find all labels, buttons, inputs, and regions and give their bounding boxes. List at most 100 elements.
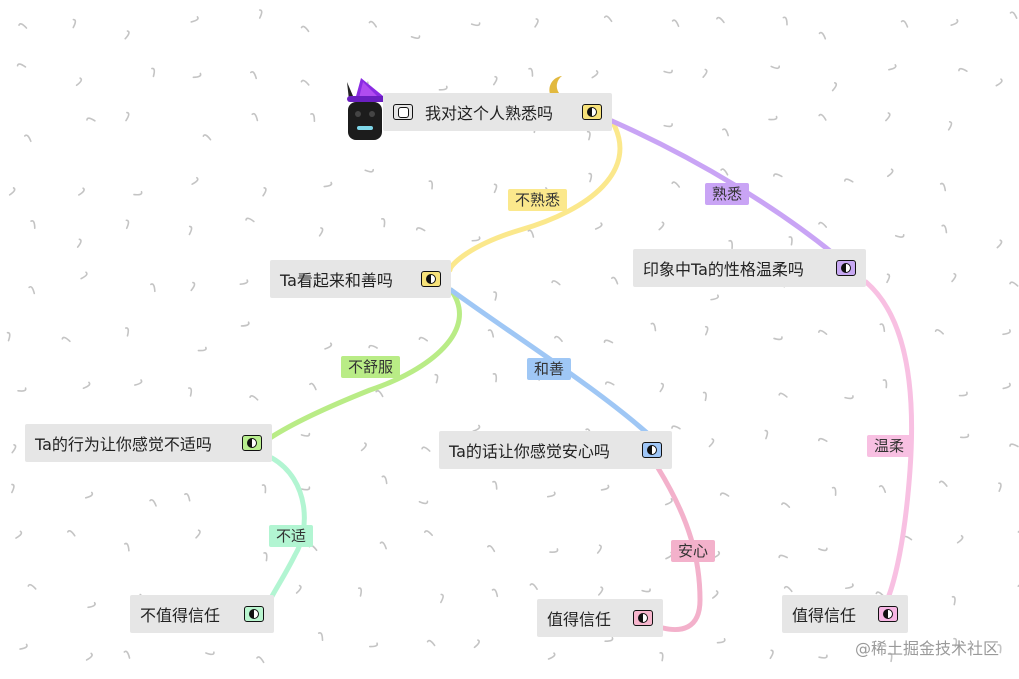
background-speckle <box>844 583 854 590</box>
background-speckle <box>76 238 82 248</box>
background-speckle <box>831 82 838 92</box>
background-speckle <box>67 529 76 537</box>
background-speckle <box>659 651 664 662</box>
background-speckle <box>529 583 538 590</box>
background-speckle <box>818 547 828 552</box>
edge-label-reassured[interactable]: 安心 <box>671 540 716 562</box>
background-speckle <box>658 221 665 231</box>
edge-label-gentle[interactable]: 温柔 <box>867 435 912 457</box>
node-behavior-question[interactable]: Ta的行为让你感觉不适吗 <box>25 424 272 462</box>
background-speckle <box>84 491 94 499</box>
background-speckle <box>364 168 374 173</box>
background-speckle <box>671 19 680 28</box>
node-words-question[interactable]: Ta的话让你感觉安心吗 <box>439 431 672 469</box>
node-root[interactable]: 我对这个人熟悉吗 <box>383 93 612 131</box>
background-speckle <box>659 382 665 393</box>
background-speckle <box>72 18 77 29</box>
background-speckle <box>704 325 709 336</box>
background-speckle <box>125 219 130 230</box>
background-speckle <box>492 75 498 86</box>
background-speckle <box>360 442 367 452</box>
background-speckle <box>764 429 769 440</box>
node-root-label: 我对这个人熟悉吗 <box>425 104 554 123</box>
background-speckle <box>956 534 964 544</box>
background-speckle <box>594 222 603 230</box>
edge-label-unsuitable[interactable]: 不适 <box>269 525 314 547</box>
node-trustworthy-words[interactable]: 值得信任 <box>537 599 663 637</box>
background-speckle <box>123 650 131 659</box>
background-speckle <box>650 322 657 332</box>
edge-label-unfamiliar[interactable]: 不熟悉 <box>508 189 568 211</box>
background-speckles <box>6 9 1019 664</box>
background-speckle <box>728 239 733 250</box>
background-speckle <box>86 117 96 122</box>
background-speckle <box>30 220 36 229</box>
background-speckle <box>258 9 263 19</box>
background-speckle <box>487 329 495 338</box>
edge-label-uncomfortable[interactable]: 不舒服 <box>341 356 401 378</box>
background-speckle <box>938 480 948 487</box>
background-speckle <box>882 379 888 389</box>
background-speckle <box>885 112 891 122</box>
background-speckle <box>586 130 591 141</box>
background-speckle <box>769 649 774 660</box>
theme-toggle-icon[interactable] <box>633 610 653 626</box>
node-trustworthy-gentle-label: 值得信任 <box>792 606 857 625</box>
node-kind-question[interactable]: Ta看起来和善吗 <box>270 260 451 298</box>
background-speckle <box>947 121 953 131</box>
background-speckle <box>770 65 781 70</box>
background-speckle <box>149 499 157 507</box>
node-untrustworthy[interactable]: 不值得信任 <box>130 595 274 633</box>
background-speckle <box>239 279 249 286</box>
background-speckle <box>1002 382 1011 390</box>
background-speckle <box>300 432 311 437</box>
background-speckle <box>934 329 944 335</box>
theme-toggle-icon[interactable] <box>642 442 662 458</box>
background-speckle <box>368 20 378 28</box>
theme-toggle-icon[interactable] <box>421 271 441 287</box>
background-speckle <box>27 583 37 590</box>
background-speckle <box>818 654 828 659</box>
theme-toggle-icon[interactable] <box>878 606 898 622</box>
background-speckle <box>262 187 267 197</box>
edge-label-familiar[interactable]: 熟悉 <box>705 183 750 205</box>
background-speckle <box>844 178 854 183</box>
background-speckle <box>317 632 324 641</box>
background-speckle <box>124 30 130 40</box>
edge-label-kind[interactable]: 和善 <box>527 358 572 380</box>
theme-toggle-icon[interactable] <box>582 104 602 120</box>
node-untrustworthy-label: 不值得信任 <box>140 606 221 625</box>
background-speckle <box>16 63 27 68</box>
background-speckle <box>150 283 156 293</box>
background-speckle <box>300 25 310 33</box>
background-speckle <box>1009 281 1019 287</box>
collapse-toggle-icon[interactable] <box>393 104 413 120</box>
background-speckle <box>604 636 614 643</box>
background-speckle <box>133 190 143 196</box>
background-speckle <box>492 480 498 490</box>
background-speckle <box>240 321 250 327</box>
background-speckle <box>418 336 429 342</box>
background-speckle <box>528 67 534 77</box>
node-trustworthy-gentle[interactable]: 值得信任 <box>782 595 908 633</box>
background-speckle <box>603 15 613 23</box>
theme-toggle-icon[interactable] <box>836 260 856 276</box>
background-speckle <box>953 637 958 648</box>
background-speckle <box>596 544 602 554</box>
theme-toggle-icon[interactable] <box>244 606 264 622</box>
background-speckle <box>551 280 561 286</box>
background-speckle <box>28 285 36 295</box>
background-speckle <box>663 69 673 74</box>
background-speckle <box>781 502 791 508</box>
theme-toggle-icon[interactable] <box>242 435 262 451</box>
node-gentle-question[interactable]: 印象中Ta的性格温柔吗 <box>633 249 866 287</box>
background-speckle <box>82 381 91 390</box>
background-speckle <box>996 239 1003 249</box>
background-speckle <box>381 217 386 228</box>
node-trustworthy-words-label: 值得信任 <box>547 610 612 629</box>
background-speckle <box>188 387 193 397</box>
background-speckle <box>702 68 708 79</box>
background-speckle <box>894 234 905 238</box>
background-speckle <box>250 71 258 80</box>
